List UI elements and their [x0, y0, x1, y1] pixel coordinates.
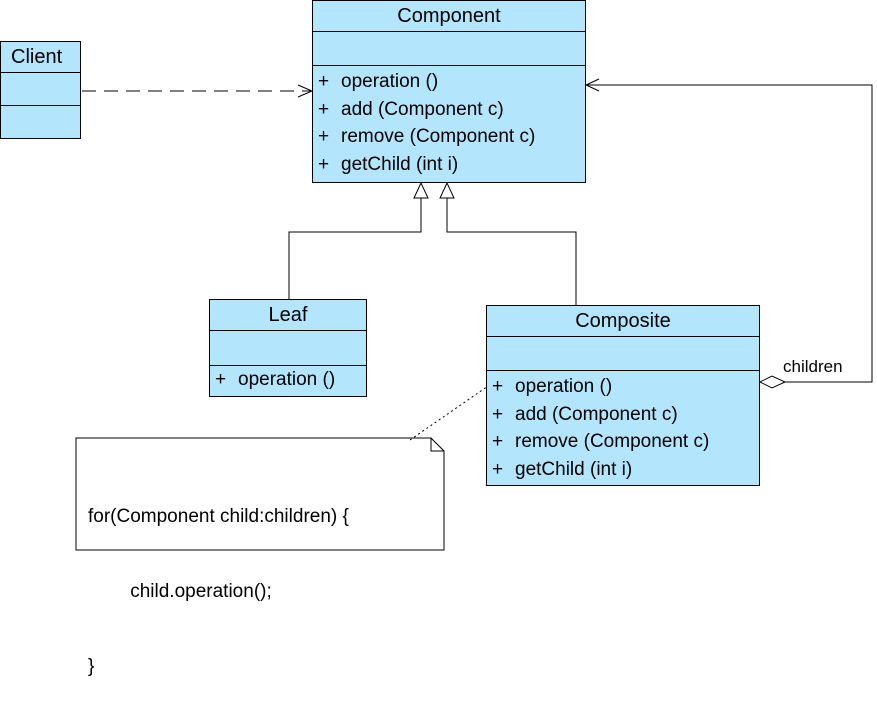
- leaf-generalization-arrowhead: [413, 181, 429, 199]
- note-line: for(Component child:children) {: [88, 506, 349, 527]
- component-class[interactable]: Component +operation () +add (Component …: [312, 0, 586, 183]
- leaf-class[interactable]: Leaf +operation (): [209, 299, 367, 397]
- client-class[interactable]: Client: [0, 41, 81, 139]
- composite-generalization-line: [446, 198, 577, 305]
- note-anchor-line: [409, 383, 492, 441]
- note-fold: [430, 438, 444, 452]
- operation-item: +getChild (int i): [318, 153, 459, 175]
- leaf-class-name: Leaf: [210, 300, 366, 331]
- aggregation-label: children: [783, 357, 843, 376]
- component-class-name: Component: [313, 1, 585, 32]
- composite-generalization-arrowhead: [439, 181, 455, 199]
- relationship-edges: [75, 78, 873, 551]
- operation-item: +operation (): [492, 376, 613, 397]
- note-shape: [75, 437, 445, 551]
- operation-item: +add (Component c): [318, 98, 504, 120]
- operation-item: +operation (): [318, 71, 439, 92]
- client-attributes: [1, 73, 80, 106]
- note-line: child.operation();: [88, 581, 272, 602]
- note-line: }: [88, 656, 95, 677]
- composite-class[interactable]: Composite +operation () +add (Component …: [486, 305, 760, 486]
- operation-item: +add (Component c): [492, 403, 678, 425]
- operation-item: +remove (Component c): [492, 431, 710, 452]
- leaf-generalization-line: [288, 198, 422, 299]
- operation-item: +getChild (int i): [492, 458, 633, 480]
- composite-operations: +operation () +add (Component c) +remove…: [487, 371, 759, 483]
- operation-item: +remove (Component c): [318, 126, 536, 147]
- component-operations: +operation () +add (Component c) +remove…: [313, 66, 585, 178]
- note-text: for(Component child:children) { child.op…: [88, 454, 349, 704]
- client-class-name: Client: [1, 42, 80, 73]
- leaf-attributes: [210, 331, 366, 366]
- composite-attributes: [487, 337, 759, 371]
- aggregation-line: [586, 84, 873, 383]
- aggregation-diamond-icon: [758, 375, 787, 389]
- leaf-operations: +operation (): [210, 366, 366, 394]
- composite-class-name: Composite: [487, 306, 759, 337]
- aggregation-arrowhead: [584, 78, 600, 92]
- component-attributes: [313, 32, 585, 66]
- operation-item: +operation (): [215, 369, 336, 390]
